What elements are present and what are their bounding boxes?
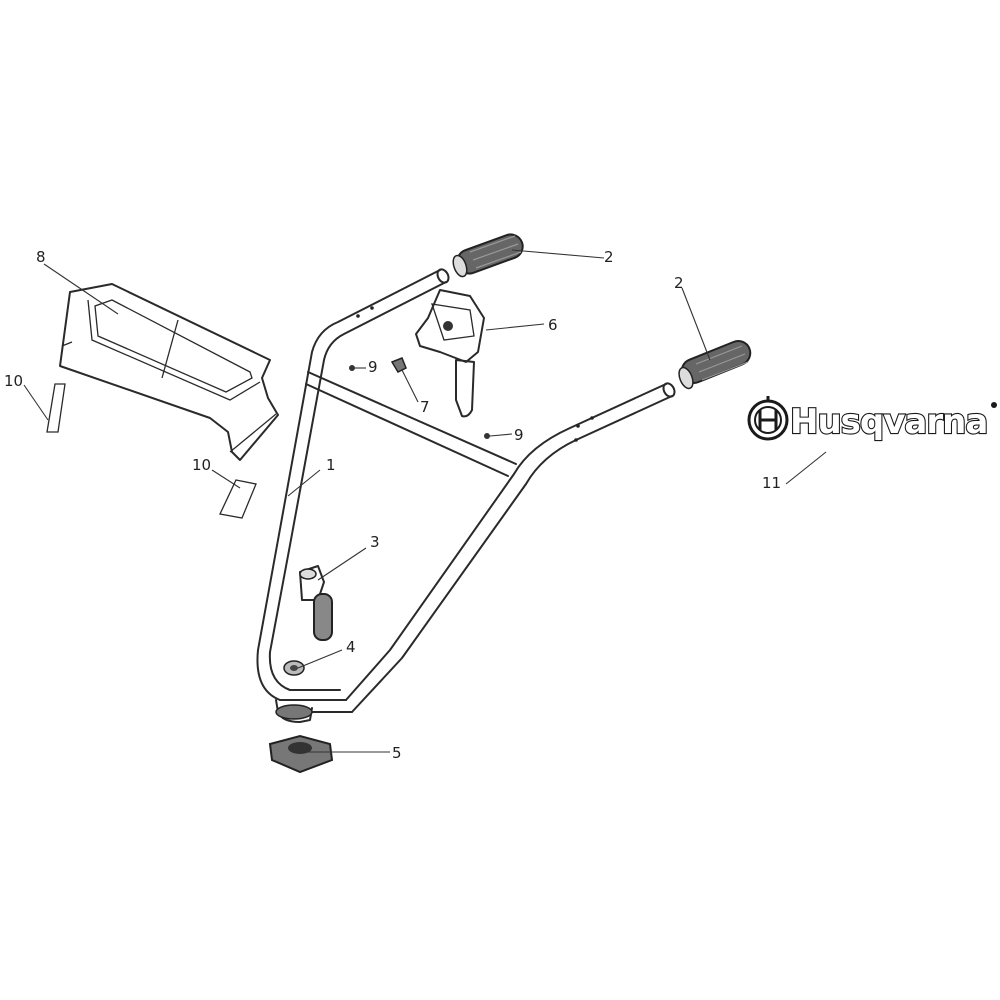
- handlebar-frame-part: [256, 268, 676, 723]
- mount-plate-part: [268, 734, 334, 774]
- callout-10-upper: 10: [4, 372, 23, 390]
- callout-1: 1: [326, 456, 336, 474]
- knob-part: [390, 357, 407, 373]
- callout-9-lower: 9: [514, 426, 524, 444]
- clamp-bracket-part: [299, 565, 333, 641]
- callout-6: 6: [548, 316, 558, 334]
- callout-7: 7: [420, 398, 430, 416]
- grip-right-part: [678, 340, 752, 390]
- callout-4: 4: [346, 638, 356, 656]
- callout-5: 5: [392, 744, 402, 762]
- grip-upper-part: [452, 233, 524, 278]
- dashboard-cover-part: [59, 283, 279, 461]
- callout-labels: 8 10 10 1 3 4 5 2 2 6 9 7 9 11: [4, 248, 781, 762]
- callout-2-right: 2: [674, 274, 684, 292]
- washer-part: [283, 660, 305, 676]
- decal-strip-upper: [46, 383, 66, 433]
- husqvarna-wordmark: Husqvarna: [790, 402, 987, 442]
- callout-2-upper: 2: [604, 248, 614, 266]
- screw-lower-part: [484, 433, 490, 439]
- callout-11: 11: [762, 474, 781, 492]
- callout-9-upper: 9: [368, 358, 378, 376]
- throttle-control-part: [415, 289, 485, 418]
- callout-8: 8: [36, 248, 46, 266]
- leader-lines: [23, 249, 827, 753]
- callout-10-lower: 10: [192, 456, 211, 474]
- decal-strip-lower: [219, 479, 257, 519]
- screw-upper-part: [349, 365, 355, 371]
- husqvarna-logo-decal: Husqvarna: [747, 396, 997, 443]
- callout-3: 3: [370, 533, 380, 551]
